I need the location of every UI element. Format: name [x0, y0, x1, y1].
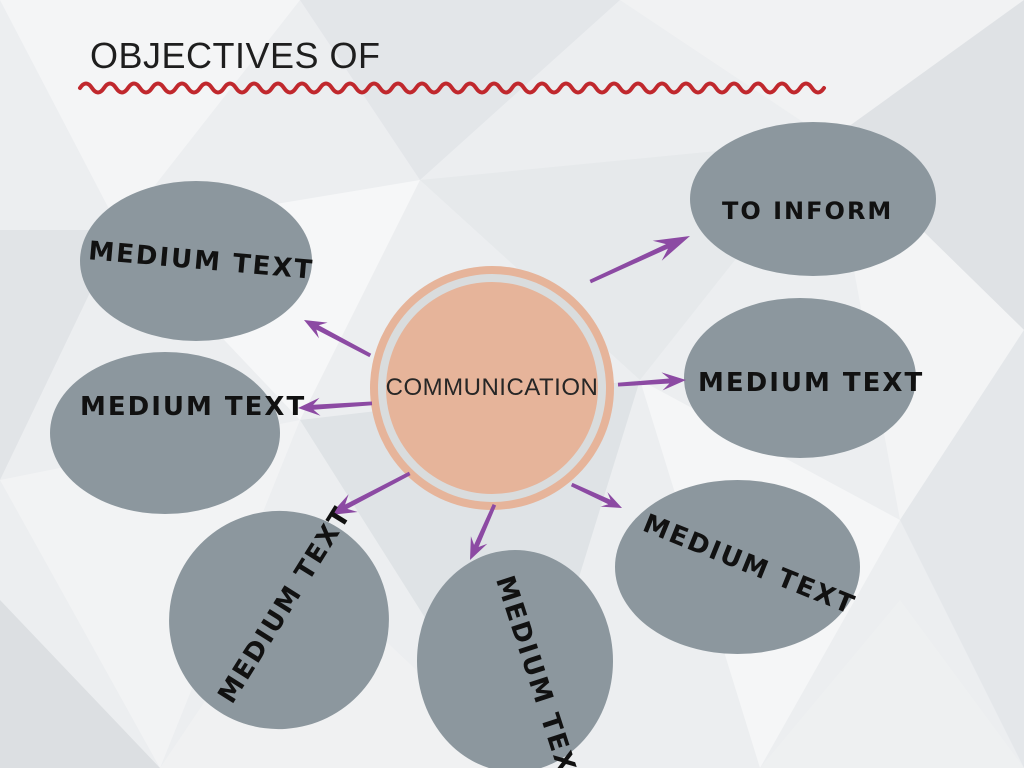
arrow-bottom-left: [330, 471, 411, 515]
arrow-top-left: [304, 320, 372, 358]
bubble-bottom: [417, 550, 613, 768]
bubble-left: [50, 352, 280, 514]
bubble-right: [684, 298, 916, 458]
node-label-left: MEDIUM TEXT: [80, 392, 307, 422]
slide-title: OBJECTIVES OF: [90, 35, 381, 76]
arrow-right: [617, 372, 686, 391]
arrow-bottom: [470, 504, 497, 560]
bubble-bottom-right: [615, 480, 860, 654]
arrow-left: [298, 397, 373, 416]
node-label-right: MEDIUM TEXT: [698, 368, 925, 398]
bubble-top-right: [690, 122, 936, 276]
bubble-top-left: [80, 181, 312, 341]
arrow-bottom-right: [570, 482, 622, 508]
node-label-top-right: TO INFORM: [722, 197, 894, 225]
arrow-top-right: [589, 236, 690, 284]
hub-core: [386, 282, 598, 494]
hub-label: COMMUNICATION: [385, 374, 599, 401]
